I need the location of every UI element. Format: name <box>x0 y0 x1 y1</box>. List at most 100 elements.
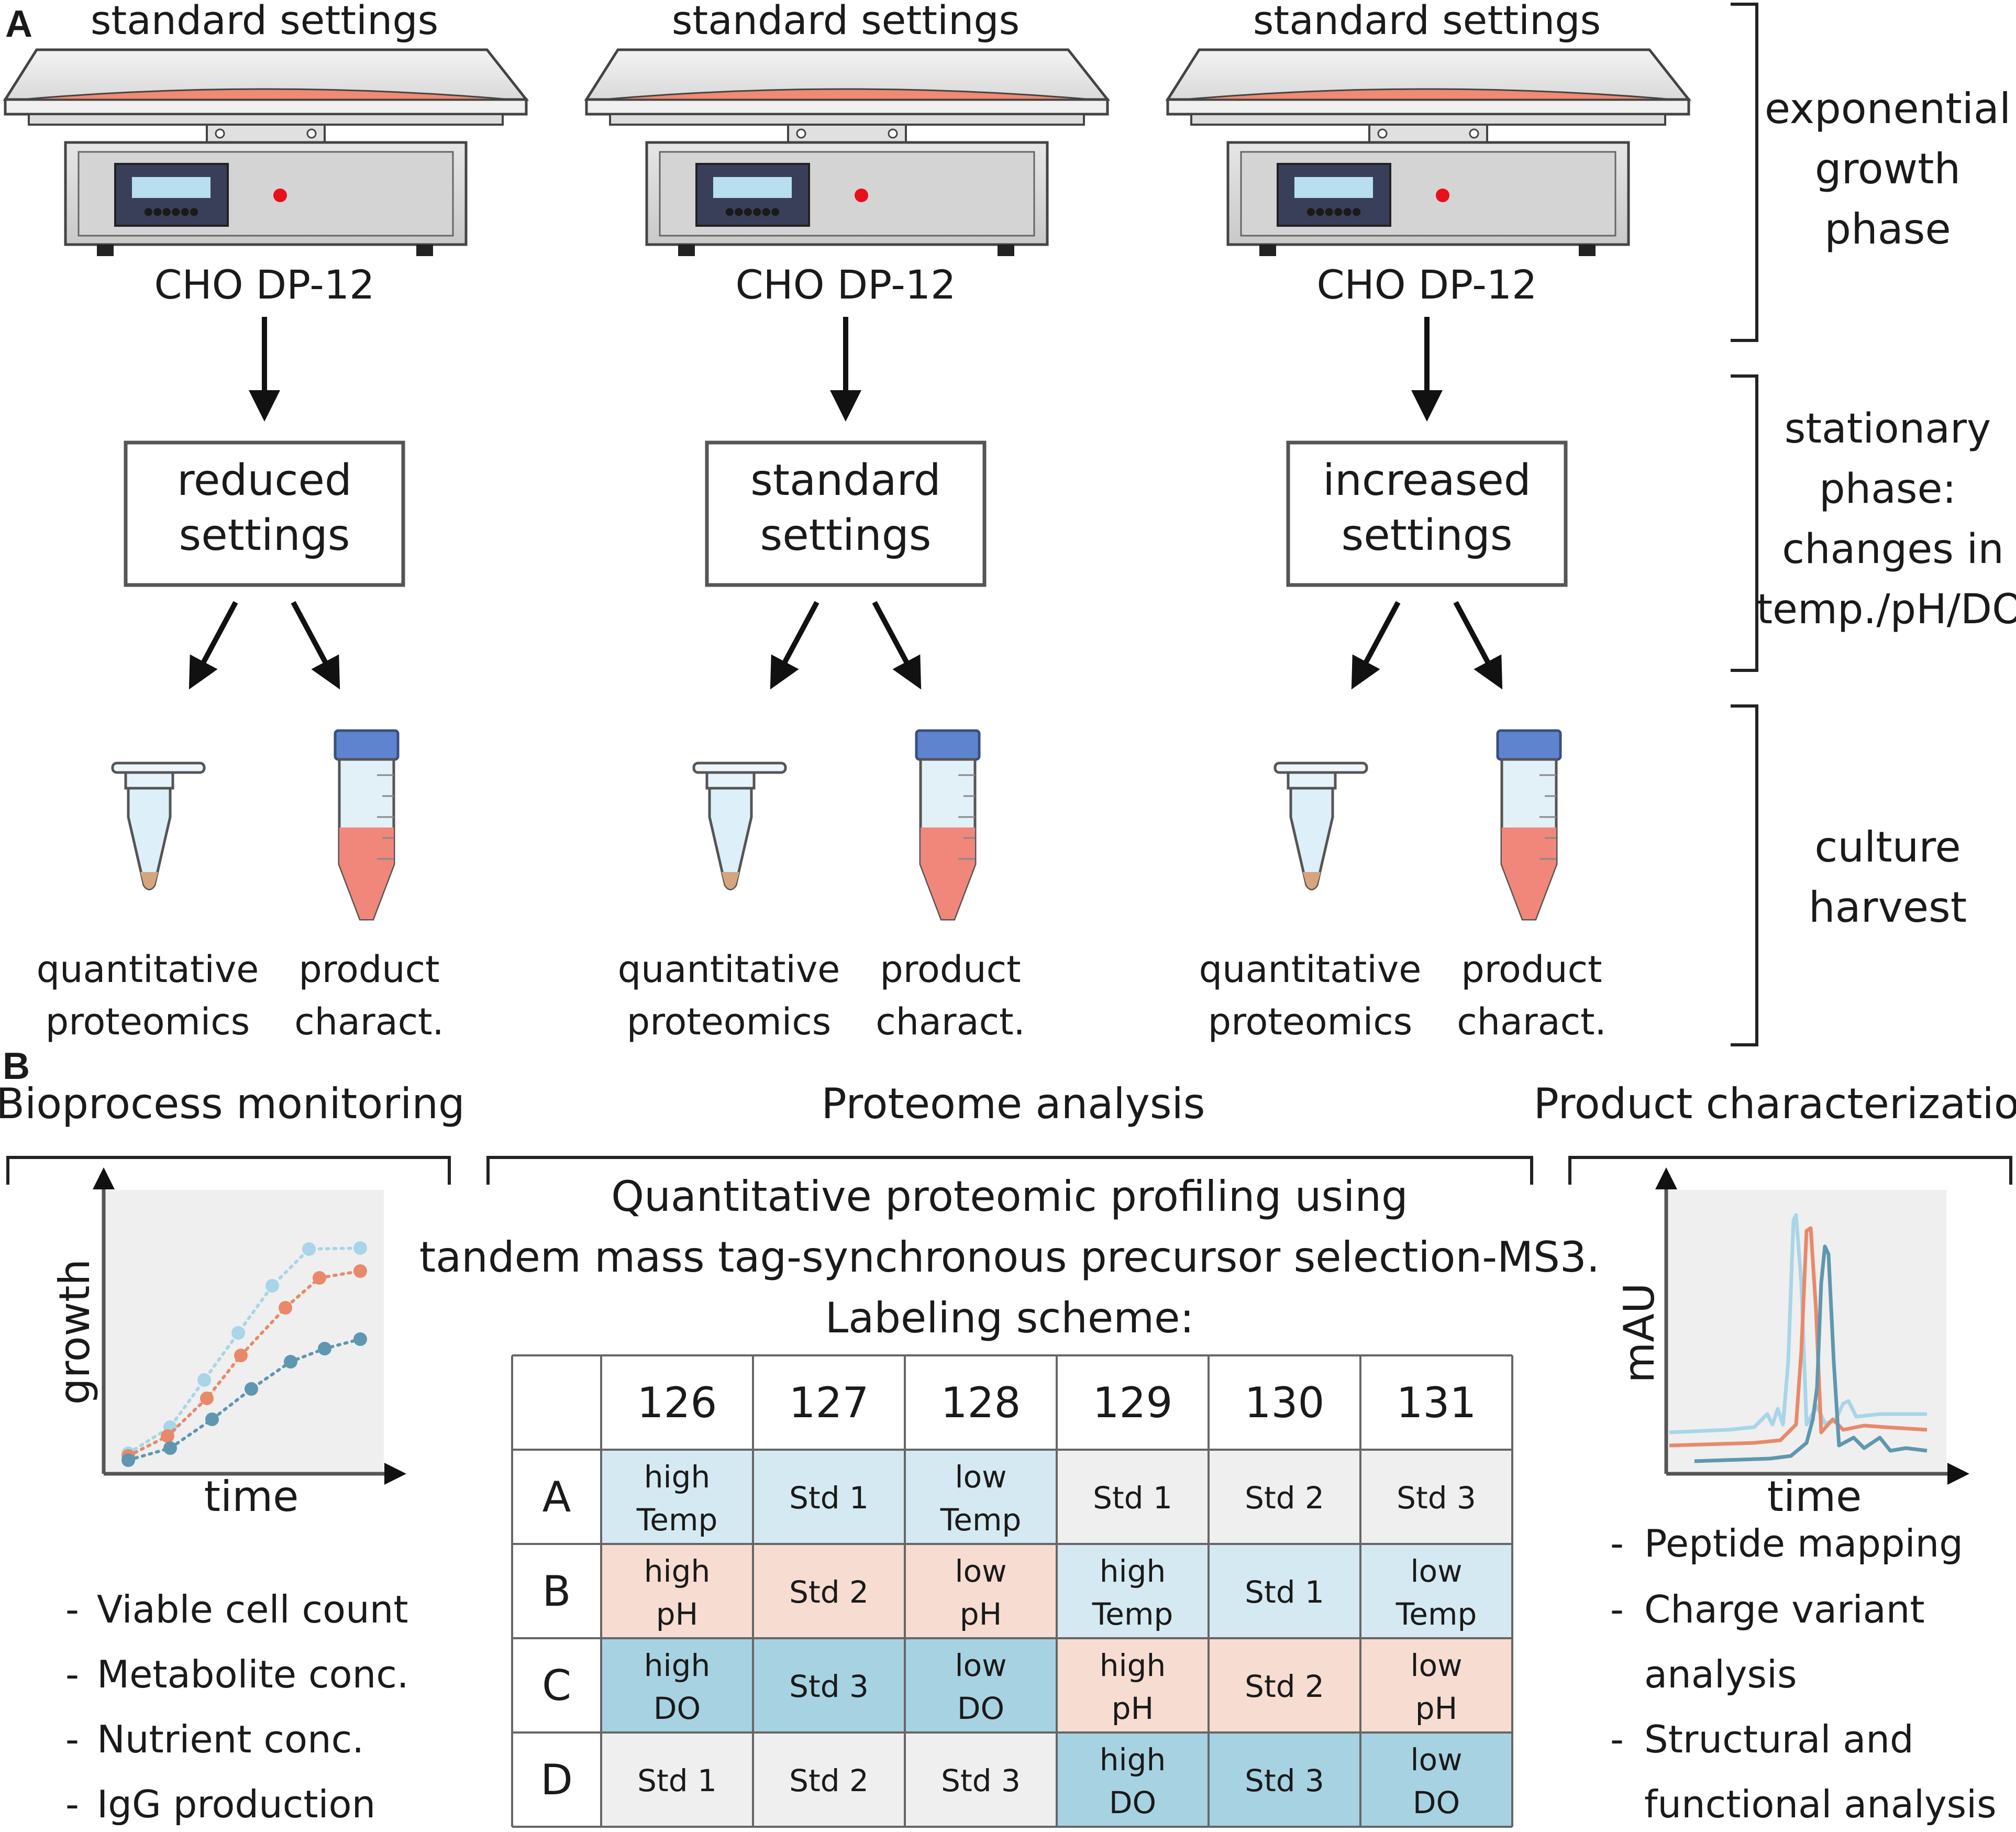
microtube-icon <box>1273 762 1368 890</box>
growth-curve-point <box>231 1326 245 1340</box>
left-output-line2: proteomics <box>627 1000 831 1043</box>
growth-curve-point <box>121 1453 135 1467</box>
left-output-line2: proteomics <box>1208 1000 1412 1043</box>
table-cell-fill <box>1057 1544 1209 1638</box>
table-cell-text: Std 1 <box>1093 1480 1172 1516</box>
growth-curve-point <box>234 1349 248 1362</box>
left-output-line2: proteomics <box>46 1000 250 1043</box>
table-cell-fill <box>753 1638 905 1732</box>
condition-box <box>124 440 405 587</box>
column-1: standard settings ●●●●●● CHO DP-12 reduc… <box>3 0 529 1043</box>
panel-b-letter: B <box>3 1045 30 1087</box>
svg-text:●●●●●●: ●●●●●● <box>725 205 780 217</box>
product-bullet: Charge variant <box>1644 1587 1925 1631</box>
left-output-line1: quantitative <box>37 948 259 991</box>
product-bullet-cont: functional analysis <box>1644 1782 1997 1826</box>
column-2-top-label: standard settings <box>672 0 1020 43</box>
table-cell-fill <box>601 1732 753 1827</box>
table-cell-fill <box>1360 1638 1512 1732</box>
product-bullet: Peptide mapping <box>1644 1521 1963 1565</box>
bioprocess-section: Bioprocess monitoring time growth - Viab… <box>0 1079 465 1826</box>
growth-ylabel: growth <box>50 1259 99 1405</box>
table-row-label: D <box>540 1756 573 1804</box>
condition-box-line2: settings <box>179 511 350 560</box>
bioprocess-bullet: IgG production <box>97 1782 375 1826</box>
table-cell-text: Std 3 <box>1245 1763 1324 1798</box>
table-cell-fill <box>905 1450 1057 1544</box>
table-cell-text: low <box>1410 1648 1462 1683</box>
table-row-label: A <box>542 1473 571 1521</box>
right-output-line1: product <box>880 948 1021 991</box>
falcon-tube-icon <box>1496 729 1562 921</box>
trace-dark-blue <box>1694 1244 1928 1463</box>
right-output-line1: product <box>298 948 439 991</box>
table-cell-text: Std 2 <box>789 1763 869 1798</box>
shaker-incubator-2: ●●●●●● <box>584 48 1111 256</box>
table-cell-text: high <box>644 1553 710 1589</box>
table-cell-fill <box>905 1732 1057 1827</box>
column-2-cell-line: CHO DP-12 <box>735 261 956 308</box>
table-cell-fill <box>1360 1732 1512 1827</box>
arrow-left-branch <box>1351 601 1401 690</box>
column-2: standard settings ●●●●●● CHO DP-12 stand… <box>584 0 1111 1043</box>
bioprocess-bullets: - Viable cell count - Metabolite conc. -… <box>65 1587 409 1826</box>
table-cell-text: low <box>955 1648 1006 1683</box>
table-channel-header: 128 <box>941 1378 1021 1427</box>
phase-brackets <box>1731 3 1758 1046</box>
table-cell-text: high <box>644 1648 710 1683</box>
growth-xlabel: time <box>204 1472 299 1521</box>
table-cell-text: Std 3 <box>789 1669 869 1704</box>
arrow-right-branch <box>291 601 340 690</box>
growth-curve-point <box>353 1241 367 1255</box>
bracket-exponential <box>1731 3 1758 342</box>
condition-box-line1: increased <box>1323 456 1531 505</box>
table-cell-text: DO <box>1109 1785 1156 1820</box>
table-cell-text: low <box>955 1553 1006 1589</box>
bioprocess-bracket <box>6 1156 451 1185</box>
table-cell-text: DO <box>653 1691 701 1726</box>
condition-box <box>705 440 987 587</box>
table-cell-fill <box>753 1544 905 1638</box>
phase-label-line: culture <box>1814 823 1960 871</box>
table-channel-header: 129 <box>1093 1378 1173 1427</box>
bracket-stationary <box>1731 374 1758 672</box>
table-cell-fill <box>905 1544 1057 1638</box>
table-cell-text: Temp <box>940 1502 1022 1538</box>
growth-curve-point <box>161 1429 174 1443</box>
proteome-bracket <box>486 1156 1533 1185</box>
falcon-tube-icon <box>915 729 981 921</box>
growth-curve-point <box>245 1382 258 1396</box>
table-cell-text: high <box>644 1459 710 1495</box>
table-channel-header: 126 <box>637 1378 717 1427</box>
shaker-incubator-3: ●●●●●● <box>1165 48 1692 256</box>
table-cell-fill <box>1209 1544 1360 1638</box>
phase-label-line: harvest <box>1809 883 1967 932</box>
table-cell-fill <box>1209 1732 1360 1827</box>
table-cell-text: Std 2 <box>1245 1480 1324 1516</box>
table-cell-fill <box>1360 1544 1512 1638</box>
arrow-left-branch <box>770 601 819 690</box>
table-cell-text: high <box>1100 1742 1166 1778</box>
table-cell-text: high <box>1100 1553 1166 1589</box>
table-cell-text: pH <box>960 1596 1002 1632</box>
proteome-title: Proteome analysis <box>822 1079 1205 1128</box>
table-cell-fill <box>905 1638 1057 1732</box>
phase-label-stationary: stationary phase: changes in temp./pH/DO <box>1756 405 2016 633</box>
bioprocess-title: Bioprocess monitoring <box>0 1079 465 1128</box>
table-cell-text: Temp <box>1092 1596 1173 1632</box>
growth-curve-point <box>353 1264 367 1278</box>
right-output-line2: charact. <box>1457 1000 1607 1043</box>
phase-label-line: temp./pH/DO <box>1756 586 2016 633</box>
phase-label-line: phase <box>1824 205 1951 253</box>
condition-box-line2: settings <box>1342 511 1513 560</box>
table-cell-text: low <box>1410 1553 1462 1589</box>
column-3-cell-line: CHO DP-12 <box>1316 261 1537 308</box>
bullet-dash: - <box>65 1782 79 1826</box>
product-bullets: - Peptide mapping - Charge variant analy… <box>1610 1521 1997 1826</box>
table-cell-text: Std 3 <box>941 1763 1021 1798</box>
table-cell-fill <box>1360 1450 1512 1544</box>
condition-box-line1: reduced <box>177 456 352 505</box>
table-cell-text: Std 2 <box>1245 1669 1324 1704</box>
table-channel-header: 131 <box>1397 1378 1477 1427</box>
condition-box-line1: standard <box>750 456 941 505</box>
